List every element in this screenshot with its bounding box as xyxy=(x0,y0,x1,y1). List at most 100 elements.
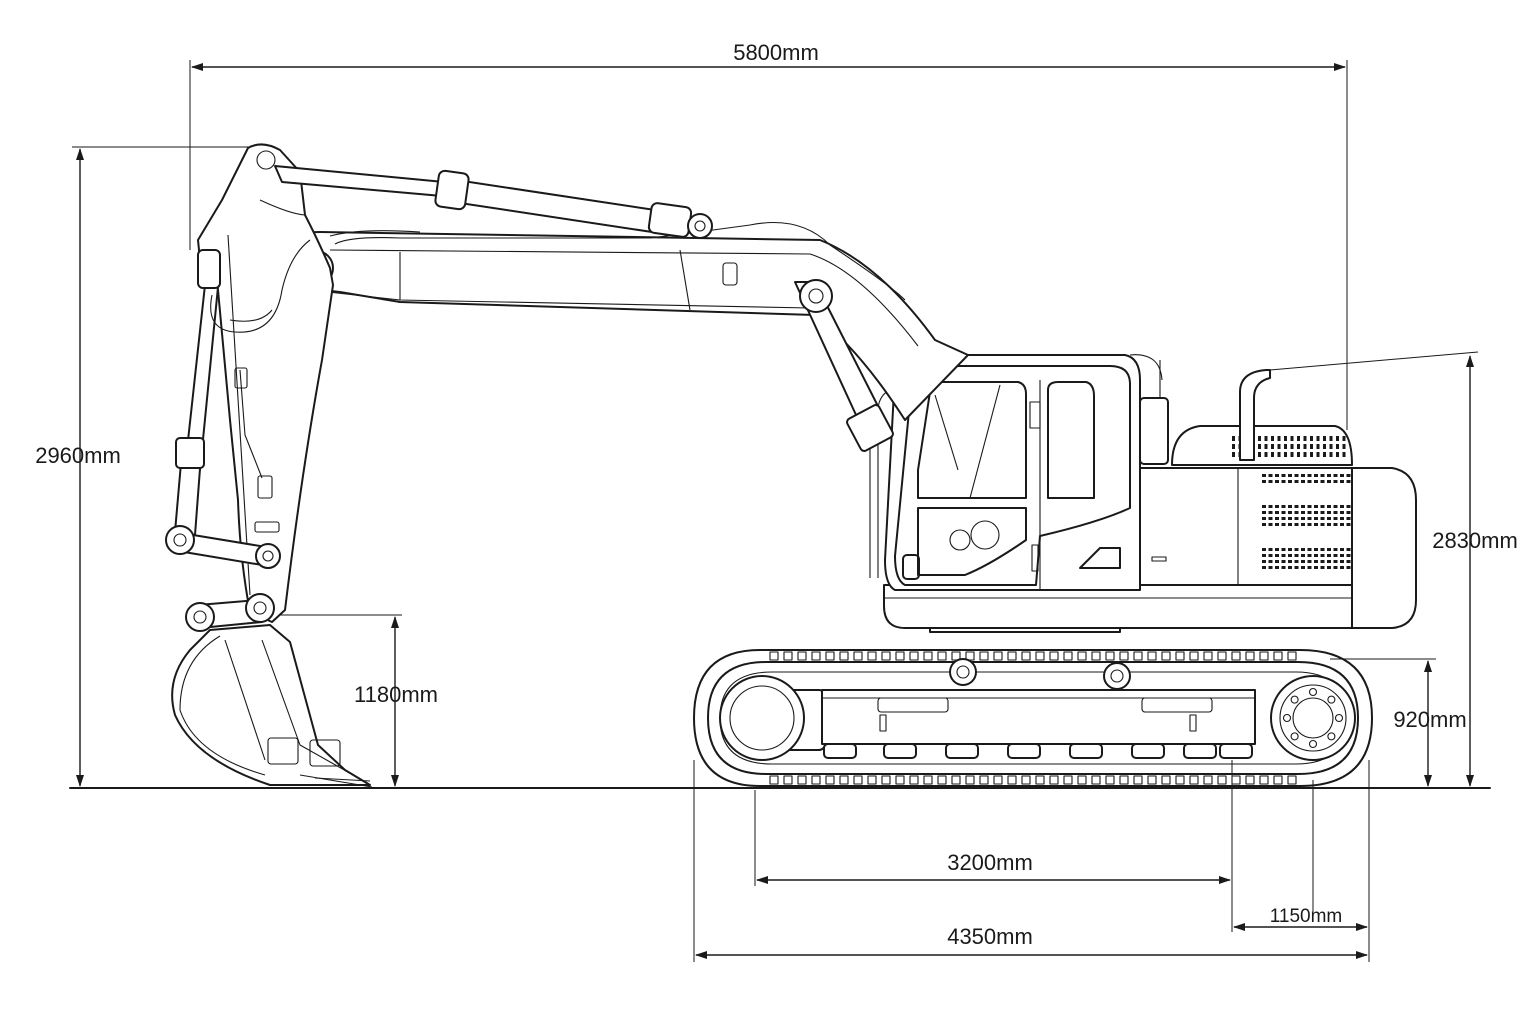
track-shoe xyxy=(993,775,1003,785)
label-max-height: 2960mm xyxy=(35,443,121,468)
track-shoe xyxy=(1231,775,1241,785)
grill-slot xyxy=(1327,523,1331,526)
track-shoe xyxy=(825,775,835,785)
track-shoe xyxy=(1049,775,1059,785)
track-shoe xyxy=(1147,775,1157,785)
grill-slot xyxy=(1288,474,1292,477)
track-shoe xyxy=(797,651,807,661)
grill-slot xyxy=(1314,560,1318,563)
track-shoe xyxy=(1049,651,1059,661)
dimension-overall-length: 5800mm xyxy=(189,40,1348,430)
track-shoe xyxy=(811,651,821,661)
grill-slot xyxy=(1310,452,1313,457)
lower-roller xyxy=(945,743,979,759)
sprocket-bolt xyxy=(1290,695,1299,704)
grill-slot xyxy=(1346,523,1351,526)
grill-slot xyxy=(1320,554,1325,557)
grill-slot xyxy=(1262,511,1266,514)
track-shoe xyxy=(1217,651,1227,661)
grill-slot xyxy=(1340,505,1344,508)
grill-slot xyxy=(1327,511,1331,514)
track-shoe xyxy=(1175,775,1185,785)
grill-slot xyxy=(1281,480,1286,483)
grill-slot xyxy=(1329,444,1333,449)
grill-slot xyxy=(1288,554,1292,557)
track-shoe xyxy=(1245,775,1255,785)
track-shoe xyxy=(1063,651,1073,661)
grill-slot xyxy=(1262,474,1266,477)
grill-slot xyxy=(1333,548,1338,551)
dimension-cab-height: 2830mm xyxy=(1269,351,1518,787)
track-shoe-pattern xyxy=(769,651,1297,785)
grill-slot xyxy=(1268,517,1273,520)
track-shoe xyxy=(937,651,947,661)
grill-slot xyxy=(1307,566,1312,569)
grill-slot xyxy=(1342,436,1346,441)
grill-slot xyxy=(1307,474,1312,477)
grill-slot xyxy=(1329,436,1333,441)
grill-slot xyxy=(1303,452,1307,457)
track-shoe xyxy=(1007,651,1017,661)
sprocket-bolt xyxy=(1290,732,1299,741)
arm xyxy=(165,143,713,632)
track-shoe xyxy=(923,651,933,661)
grill-slot xyxy=(1307,523,1312,526)
grill-slot xyxy=(1275,505,1279,508)
grill-slot xyxy=(1327,474,1331,477)
grill-slot xyxy=(1340,480,1344,483)
engine-grill-top xyxy=(1262,474,1351,483)
grill-slot xyxy=(1323,452,1326,457)
grill-slot xyxy=(1271,452,1274,457)
grill-slot xyxy=(1310,436,1313,441)
grill-slot xyxy=(1333,474,1338,477)
dimension-track-length: 4350mm xyxy=(693,760,1370,962)
grill-slot xyxy=(1307,480,1312,483)
grill-slot xyxy=(1314,548,1318,551)
grill-slot xyxy=(1262,480,1266,483)
lower-roller xyxy=(1183,743,1217,759)
grill-slot xyxy=(1264,436,1268,441)
dimension-max-height: 2960mm xyxy=(35,146,258,787)
grill-slot xyxy=(1275,474,1279,477)
grill-slot xyxy=(1307,548,1312,551)
grill-slot xyxy=(1333,560,1338,563)
grill-slot xyxy=(1333,523,1338,526)
grill-slot xyxy=(1336,444,1339,449)
grill-slot xyxy=(1294,517,1299,520)
track-shoe xyxy=(825,651,835,661)
grill-slot xyxy=(1301,474,1305,477)
grill-slot xyxy=(1268,566,1273,569)
grill-slot xyxy=(1340,517,1344,520)
grill-slot xyxy=(1297,444,1300,449)
grill-slot xyxy=(1258,436,1261,441)
dimension-track-height: 920mm xyxy=(1330,658,1467,787)
label-sprocket-offset: 1150mm xyxy=(1270,906,1343,927)
track-shoe xyxy=(811,775,821,785)
dimension-bucket-height: 1180mm xyxy=(280,614,438,787)
track-shoe xyxy=(1077,651,1087,661)
grill-slot xyxy=(1281,523,1286,526)
grill-slot xyxy=(1262,523,1266,526)
grill-slot xyxy=(1284,436,1287,441)
grill-slot xyxy=(1320,548,1325,551)
grill-slot xyxy=(1346,560,1351,563)
track-shoe xyxy=(1273,775,1283,785)
grill-slot xyxy=(1342,444,1346,449)
track-shoe xyxy=(1175,651,1185,661)
lower-roller xyxy=(1219,743,1253,759)
track-shoe xyxy=(1287,651,1297,661)
track-shoe xyxy=(1245,651,1255,661)
grill-slot xyxy=(1323,444,1326,449)
grill-slot xyxy=(1232,444,1235,449)
grill-slot xyxy=(1275,560,1279,563)
track-shoe xyxy=(895,775,905,785)
track-shoe xyxy=(1189,775,1199,785)
track-shoe xyxy=(881,775,891,785)
track-shoe xyxy=(769,775,779,785)
grill-slot xyxy=(1288,560,1292,563)
grill-slot xyxy=(1333,554,1338,557)
grill-slot xyxy=(1281,511,1286,514)
track-shoe xyxy=(937,775,947,785)
grill-slot xyxy=(1284,444,1287,449)
